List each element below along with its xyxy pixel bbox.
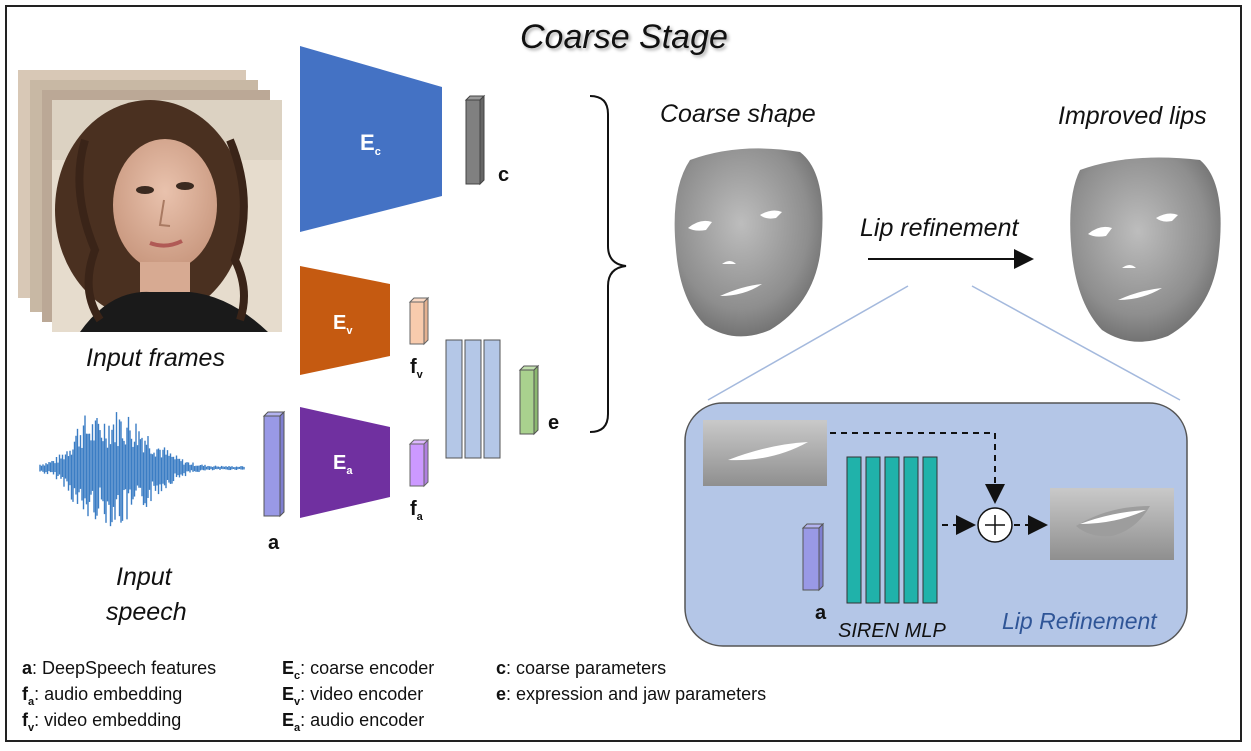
siren-layer-4 bbox=[903, 456, 919, 604]
legend-item-fv: fv: video embedding bbox=[22, 710, 182, 734]
coarse-shape-face bbox=[674, 148, 823, 337]
figure-frame bbox=[5, 5, 1242, 742]
mlp-layer-2 bbox=[464, 339, 482, 459]
input-mouth-crop bbox=[703, 420, 827, 486]
audio-encoder bbox=[300, 407, 390, 518]
siren-layer-1 bbox=[846, 456, 862, 604]
vector-e bbox=[518, 364, 540, 436]
enc-c-label: Ec bbox=[360, 130, 381, 158]
enc-a-label: Ea bbox=[333, 452, 353, 477]
siren-layer-2 bbox=[865, 456, 881, 604]
skip-connection-arrow bbox=[830, 432, 1005, 504]
improved-lips-face bbox=[1070, 157, 1221, 342]
grouping-brace bbox=[589, 95, 627, 433]
vector-fa bbox=[408, 438, 430, 488]
vector-c bbox=[464, 94, 486, 186]
vec-a-label: a bbox=[268, 532, 280, 554]
coarse-encoder bbox=[300, 46, 442, 232]
output-mouth-crop bbox=[1050, 488, 1174, 560]
vec-a-lip-label: a bbox=[815, 602, 827, 624]
mlp-layer-3 bbox=[483, 339, 501, 459]
input-frames-stack bbox=[18, 70, 282, 332]
input-speech-label-2: speech bbox=[106, 598, 187, 626]
legend-item-e: e: expression and jaw parameters bbox=[496, 684, 767, 704]
vec-fa-label: fa bbox=[410, 498, 423, 523]
legend-item-ea: Ea: audio encoder bbox=[282, 710, 425, 734]
siren-mlp bbox=[846, 456, 938, 604]
speech-waveform bbox=[39, 412, 245, 527]
coarse-shape-label: Coarse shape bbox=[660, 100, 816, 128]
mlp-layer-1 bbox=[445, 339, 463, 459]
sum-operator-icon bbox=[977, 507, 1013, 543]
vec-e-label: e bbox=[548, 412, 560, 434]
lip-refinement-arrow-label: Lip refinement bbox=[860, 214, 1019, 242]
legend-item-ev: Ev: video encoder bbox=[282, 684, 424, 708]
siren-layer-5 bbox=[922, 456, 938, 604]
legend-item-c: c: coarse parameters bbox=[496, 658, 667, 678]
siren-layer-3 bbox=[884, 456, 900, 604]
diagram-title: Coarse Stage bbox=[520, 18, 728, 56]
legend-item-fa: fa: audio embedding bbox=[22, 684, 183, 708]
vec-fv-label: fv bbox=[410, 356, 423, 381]
zoom-line-left bbox=[707, 285, 909, 401]
zoom-line-right bbox=[971, 285, 1181, 401]
lip-refinement-box-label: Lip Refinement bbox=[1002, 608, 1157, 634]
frame-front-photo bbox=[52, 100, 282, 332]
legend-item-ec: Ec: coarse encoder bbox=[282, 658, 435, 682]
improved-lips-label: Improved lips bbox=[1058, 102, 1207, 130]
fusion-mlp bbox=[445, 339, 501, 459]
video-encoder bbox=[300, 266, 390, 375]
vector-fv bbox=[408, 296, 430, 346]
vector-a-lip bbox=[801, 522, 825, 592]
input-speech-label-1: Input bbox=[116, 563, 172, 591]
input-frames-label: Input frames bbox=[86, 344, 225, 372]
vector-a bbox=[262, 410, 286, 518]
vec-c-label: c bbox=[498, 164, 510, 186]
enc-v-label: Ev bbox=[333, 312, 353, 337]
siren-mlp-label: SIREN MLP bbox=[838, 620, 946, 642]
legend-item-a: a: DeepSpeech features bbox=[22, 658, 217, 678]
